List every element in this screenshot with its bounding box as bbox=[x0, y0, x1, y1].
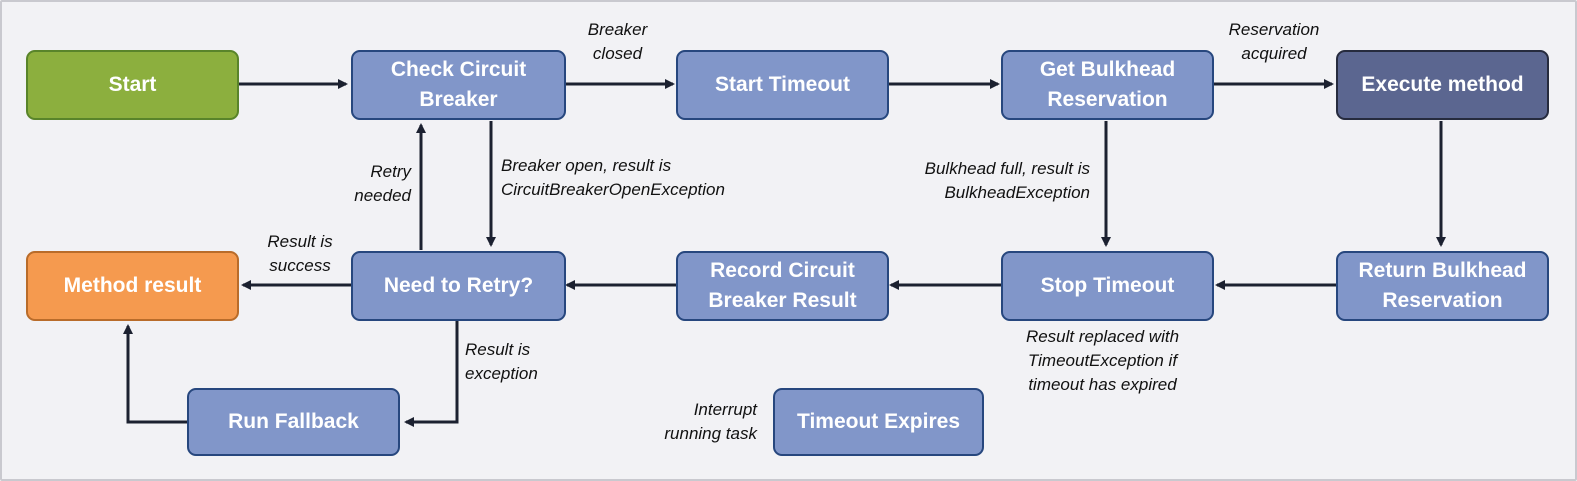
method-result-label: Method result bbox=[63, 273, 202, 297]
edge-run-fallback-to-method-result bbox=[123, 324, 187, 424]
timeout-expires-node[interactable]: Timeout Expires bbox=[773, 388, 984, 456]
label-breaker-open-line-2: CircuitBreakerOpenException bbox=[501, 180, 725, 200]
record-circuit-breaker-result-node[interactable]: Record Circuit Breaker Result bbox=[676, 251, 889, 321]
label-interrupt-line-2: running task bbox=[664, 424, 757, 444]
label-result-success-line-1: Result is bbox=[267, 232, 333, 251]
need-to-retry-label: Need to Retry? bbox=[383, 273, 534, 297]
label-result-success: Result is success bbox=[255, 230, 345, 278]
label-breaker-open: Breaker open, result is CircuitBreakerOp… bbox=[501, 154, 761, 202]
label-bulkhead-full-line-2: BulkheadException bbox=[944, 183, 1090, 203]
label-bulkhead-full-line-1: Bulkhead full, result is bbox=[924, 159, 1090, 178]
label-reservation-acquired: Reservation acquired bbox=[1214, 18, 1334, 66]
execute-method-label: Execute method bbox=[1361, 72, 1524, 96]
label-result-exception-line-2: exception bbox=[465, 364, 538, 384]
get-bulkhead-line-2: Reservation bbox=[1047, 88, 1168, 111]
label-breaker-closed-line-2: closed bbox=[592, 44, 643, 64]
label-result-replaced-line-3: timeout has expired bbox=[1028, 375, 1177, 395]
label-reservation-acquired-line-2: acquired bbox=[1241, 44, 1307, 64]
get-bulkhead-reservation-node[interactable]: Get Bulkhead Reservation bbox=[1001, 50, 1214, 120]
run-fallback-node[interactable]: Run Fallback bbox=[187, 388, 400, 456]
return-bulkhead-line-2: Reservation bbox=[1382, 289, 1503, 312]
record-breaker-line-1: Record Circuit bbox=[710, 258, 855, 282]
label-retry-needed: Retry needed bbox=[330, 160, 411, 208]
check-circuit-breaker-line-2: Breaker bbox=[419, 88, 498, 111]
start-timeout-node[interactable]: Start Timeout bbox=[676, 50, 889, 120]
timeout-expires-label: Timeout Expires bbox=[797, 409, 960, 433]
edge-need-retry-to-run-fallback bbox=[404, 321, 459, 427]
check-circuit-breaker-node[interactable]: Check Circuit Breaker bbox=[351, 50, 566, 120]
check-circuit-breaker-line-1: Check Circuit bbox=[390, 57, 527, 81]
label-result-replaced-line-1: Result replaced with bbox=[1025, 327, 1180, 346]
need-to-retry-node[interactable]: Need to Retry? bbox=[351, 251, 566, 321]
label-breaker-closed-line-1: Breaker bbox=[587, 20, 648, 39]
label-bulkhead-full: Bulkhead full, result is BulkheadExcepti… bbox=[876, 157, 1090, 205]
label-result-success-line-2: success bbox=[269, 256, 331, 276]
label-result-exception: Result is exception bbox=[465, 338, 560, 386]
stop-timeout-label: Stop Timeout bbox=[1040, 273, 1175, 297]
record-breaker-line-2: Breaker Result bbox=[708, 289, 857, 312]
execute-method-node[interactable]: Execute method bbox=[1336, 50, 1549, 120]
stop-timeout-node[interactable]: Stop Timeout bbox=[1001, 251, 1214, 321]
label-interrupt-line-1: Interrupt bbox=[693, 400, 757, 419]
label-breaker-open-line-1: Breaker open, result is bbox=[501, 156, 672, 175]
label-result-replaced-line-2: TimeoutException if bbox=[1027, 351, 1178, 371]
get-bulkhead-line-1: Get Bulkhead bbox=[1039, 57, 1176, 81]
method-result-node[interactable]: Method result bbox=[26, 251, 239, 321]
start-node-label: Start bbox=[108, 72, 157, 96]
label-retry-needed-line-1: Retry bbox=[370, 162, 411, 181]
return-bulkhead-reservation-node[interactable]: Return Bulkhead Reservation bbox=[1336, 251, 1549, 321]
label-result-exception-line-1: Result is bbox=[465, 340, 531, 359]
start-timeout-label: Start Timeout bbox=[715, 72, 850, 96]
label-reservation-acquired-line-1: Reservation bbox=[1228, 20, 1320, 39]
return-bulkhead-line-1: Return Bulkhead bbox=[1358, 258, 1527, 282]
label-interrupt-running-task: Interrupt running task bbox=[640, 398, 757, 446]
label-breaker-closed: Breaker closed bbox=[570, 18, 665, 66]
run-fallback-label: Run Fallback bbox=[228, 409, 359, 433]
start-node[interactable]: Start bbox=[26, 50, 239, 120]
label-retry-needed-line-2: needed bbox=[354, 186, 411, 206]
label-result-replaced: Result replaced with TimeoutException if… bbox=[1000, 325, 1205, 397]
